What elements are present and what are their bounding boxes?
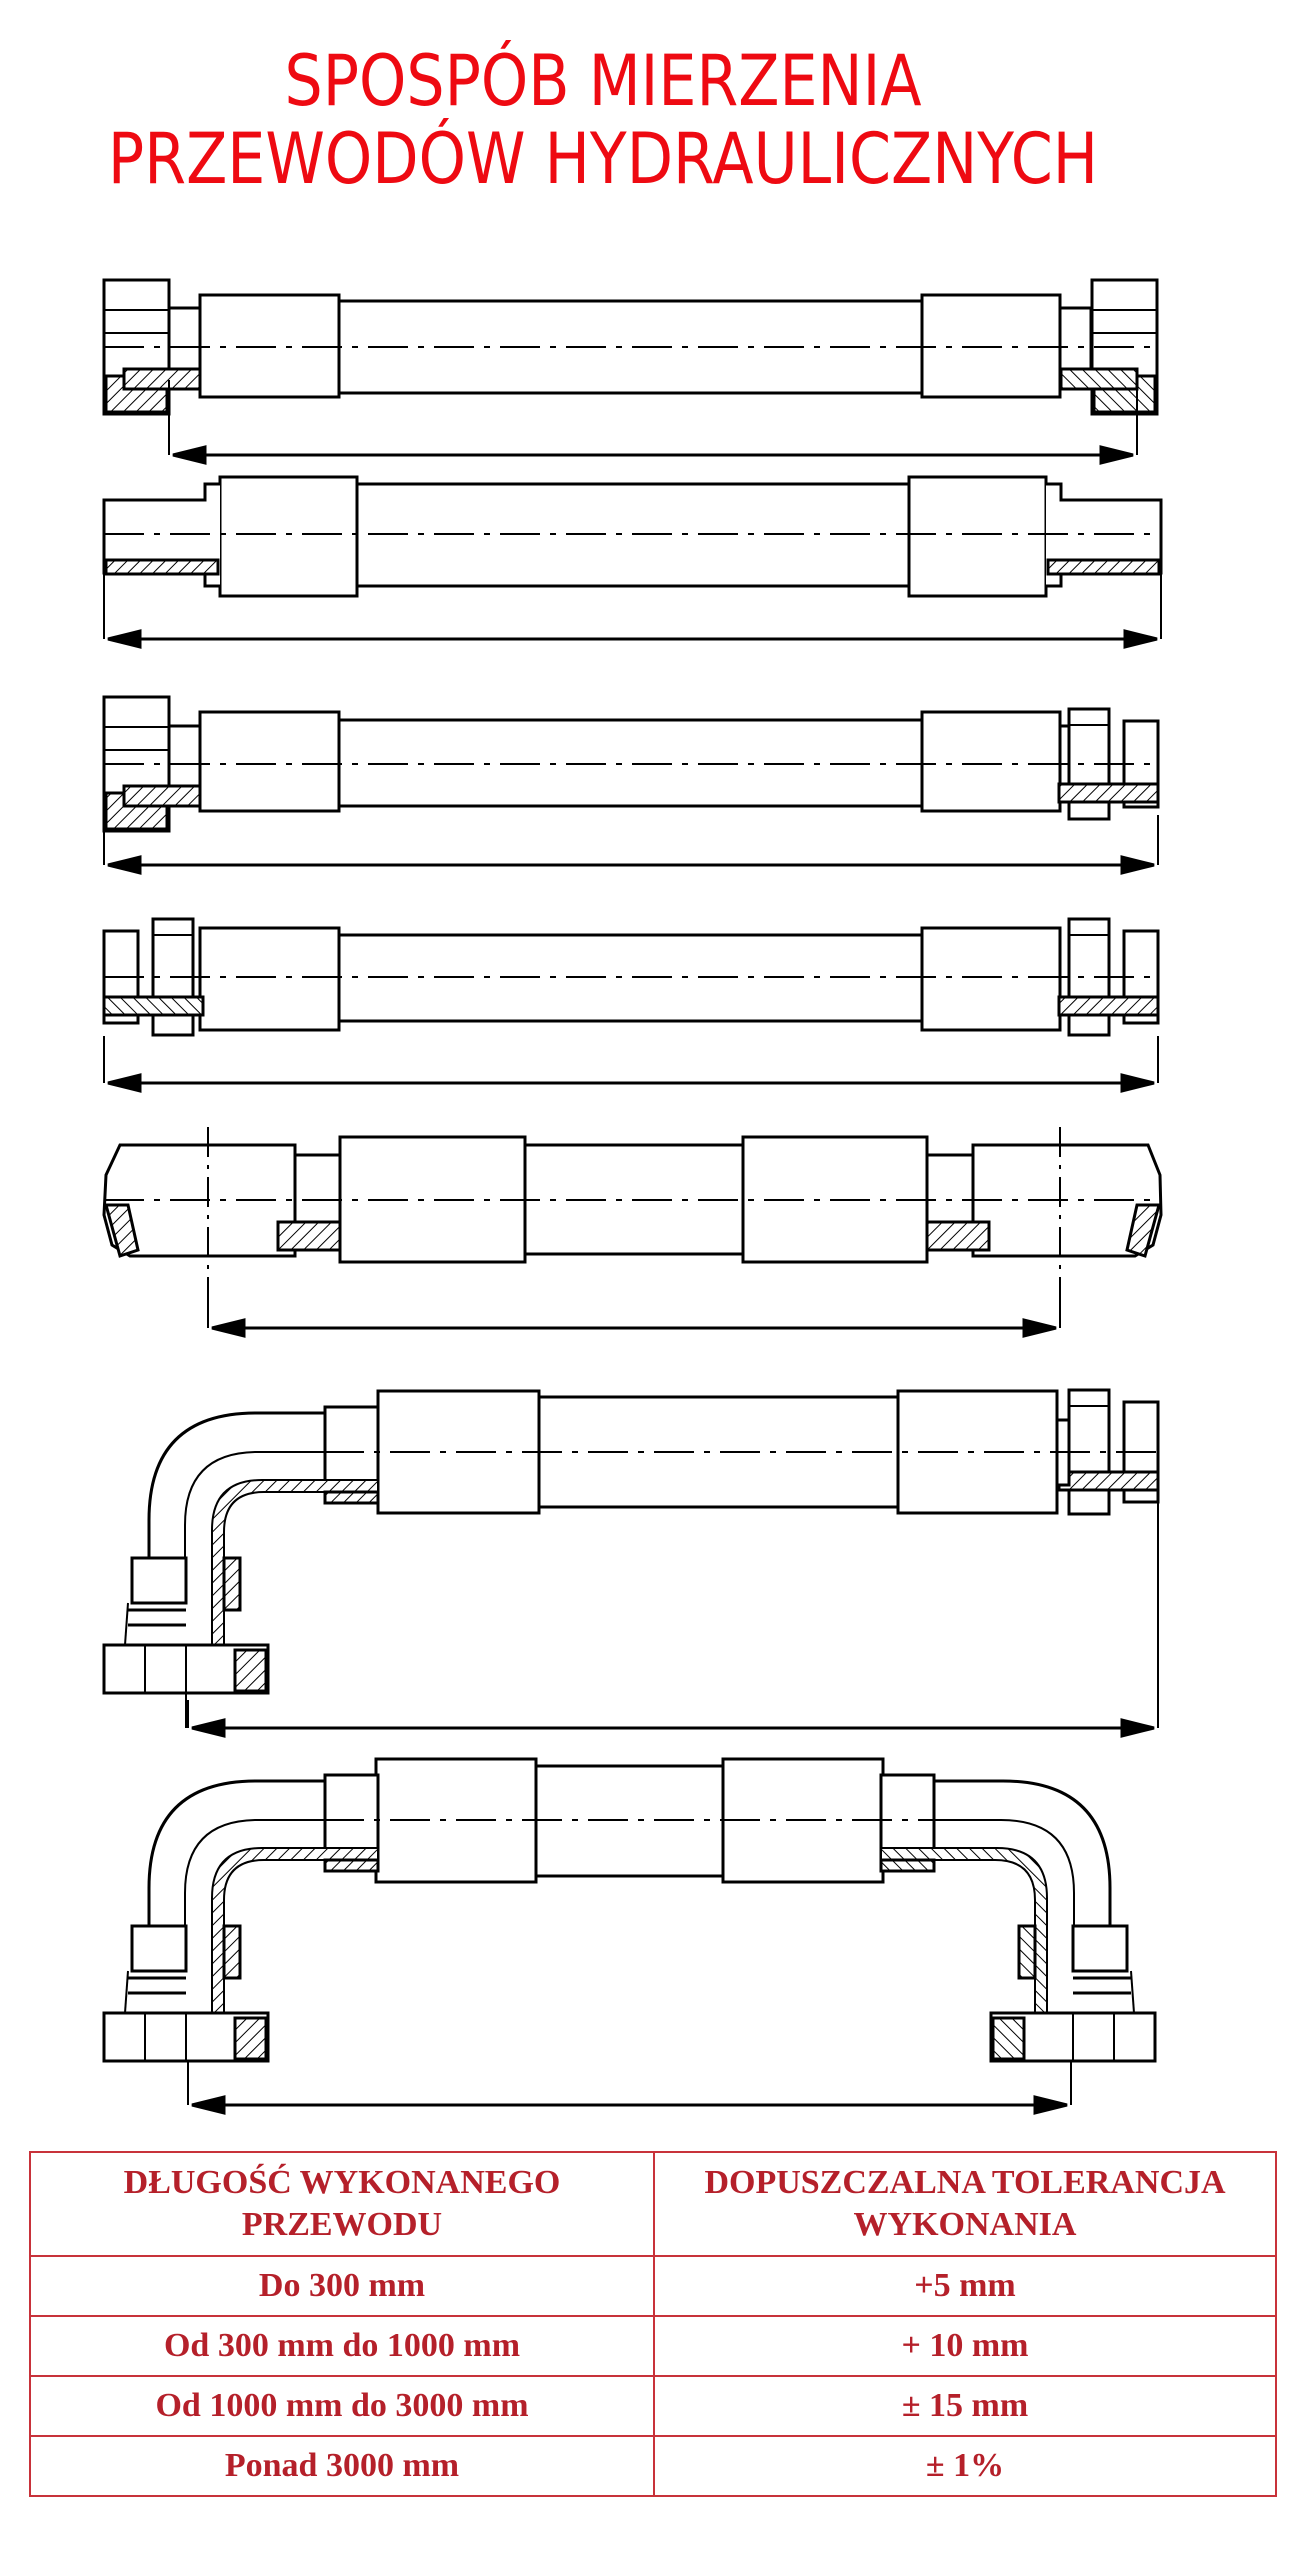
arrow-left — [211, 1318, 246, 1338]
arrow-left — [191, 1718, 226, 1738]
elbow-seal — [222, 1556, 242, 1612]
ferrule-left — [218, 475, 359, 598]
elbow-sleeve — [323, 1490, 380, 1505]
table-row: Do 300 mm +5 mm — [29, 2255, 1277, 2317]
ferrule-left — [338, 1135, 527, 1264]
header-length: DŁUGOŚĆ WYKONANEGO PRZEWODU — [29, 2151, 655, 2257]
cell-length: Do 300 mm — [29, 2255, 655, 2317]
ferrule-right — [907, 475, 1048, 598]
elbow-inner-wall — [934, 1819, 1075, 1926]
table-row: Od 300 mm do 1000 mm + 10 mm — [29, 2315, 1277, 2377]
pipe-wall-right — [1046, 558, 1161, 576]
cell-length: Od 1000 mm do 3000 mm — [29, 2375, 655, 2437]
thread-section — [1057, 782, 1160, 804]
title-line-1: SPOSPÓB MIERZENIA — [284, 40, 922, 122]
ferrule-left — [198, 710, 341, 813]
arrow-left — [191, 2095, 226, 2115]
cell-length: Od 300 mm do 1000 mm — [29, 2315, 655, 2377]
thread-section — [1057, 995, 1160, 1017]
elbow-sleeve — [323, 1858, 380, 1873]
elbow-sleeve — [879, 1858, 936, 1873]
elbow-fitting-left — [102, 1773, 380, 2063]
arrow-right — [1123, 629, 1158, 649]
tolerance-table: DŁUGOŚĆ WYKONANEGO PRZEWODU DOPUSZCZALNA… — [29, 2151, 1277, 2497]
hose-2 — [102, 475, 1163, 649]
hose-6 — [102, 1388, 1160, 1738]
elbow-outer-wall — [147, 1411, 325, 1558]
elbow-hex — [130, 1924, 188, 1973]
title-line-2: PRZEWODÓW HYDRAULICZNYCH — [107, 118, 1099, 200]
elbow-outer-wall — [147, 1779, 325, 1926]
hose-5 — [102, 1127, 1163, 1338]
arrow-right — [1033, 2095, 1068, 2115]
ferrule-right — [920, 710, 1062, 813]
elbow-fitting-right — [879, 1773, 1157, 2063]
pipe-wall-left — [104, 558, 220, 576]
arrow-right — [1120, 1718, 1155, 1738]
thread-section — [1057, 1470, 1160, 1492]
cell-tolerance: ± 1% — [653, 2435, 1277, 2497]
elbow-hex — [1071, 1924, 1129, 1973]
elbow-seal — [222, 1924, 242, 1980]
arrow-right — [1022, 1318, 1057, 1338]
swivel-nut-section — [233, 2016, 268, 2061]
nipple-section — [122, 367, 202, 391]
elbow-nut-side — [124, 1602, 129, 1646]
hose-1 — [102, 278, 1159, 465]
swivel-nut-section — [233, 1648, 268, 1693]
elbow-hex — [130, 1556, 188, 1605]
arrow-right — [1120, 1073, 1155, 1093]
arrow-left — [107, 1073, 142, 1093]
table-row: Ponad 3000 mm ± 1% — [29, 2435, 1277, 2497]
hose-4 — [102, 917, 1160, 1093]
table-row: Od 1000 mm do 3000 mm ± 15 mm — [29, 2375, 1277, 2437]
hose-3 — [102, 695, 1160, 875]
header-tolerance: DOPUSZCZALNA TOLERANCJA WYKONANIA — [653, 2151, 1277, 2257]
cell-length: Ponad 3000 mm — [29, 2435, 655, 2497]
elbow-nut-side — [124, 1970, 129, 2014]
cell-tolerance: +5 mm — [653, 2255, 1277, 2317]
hose-measurement-drawings — [102, 278, 1163, 2115]
hose-7 — [102, 1757, 1157, 2115]
arrow-left — [107, 855, 142, 875]
elbow-outer-wall — [934, 1779, 1112, 1926]
arrow-left — [172, 445, 207, 465]
nipple-section — [122, 784, 202, 808]
cell-tolerance: ± 15 mm — [653, 2375, 1277, 2437]
ring-section-right — [925, 1220, 991, 1252]
elbow-inner-wall — [184, 1451, 325, 1558]
arrow-right — [1120, 855, 1155, 875]
hose-body — [534, 1764, 725, 1878]
arrow-right — [1099, 445, 1134, 465]
thread-section — [102, 995, 205, 1017]
elbow-nut-side — [1130, 1970, 1135, 2014]
elbow-seal — [1017, 1924, 1037, 1980]
ring-edge-right — [1125, 1203, 1161, 1258]
table-header-row: DŁUGOŚĆ WYKONANEGO PRZEWODU DOPUSZCZALNA… — [29, 2151, 1277, 2257]
cell-tolerance: + 10 mm — [653, 2315, 1277, 2377]
ring-edge-left — [104, 1203, 140, 1258]
swivel-nut-section — [991, 2016, 1026, 2061]
elbow-fitting-left — [102, 1405, 380, 1695]
ferrule-right — [920, 926, 1062, 1032]
arrow-left — [107, 629, 142, 649]
nipple-section — [1059, 367, 1139, 391]
ring-section-left — [276, 1220, 342, 1252]
ferrule-left — [198, 926, 341, 1032]
elbow-inner-wall — [184, 1819, 325, 1926]
